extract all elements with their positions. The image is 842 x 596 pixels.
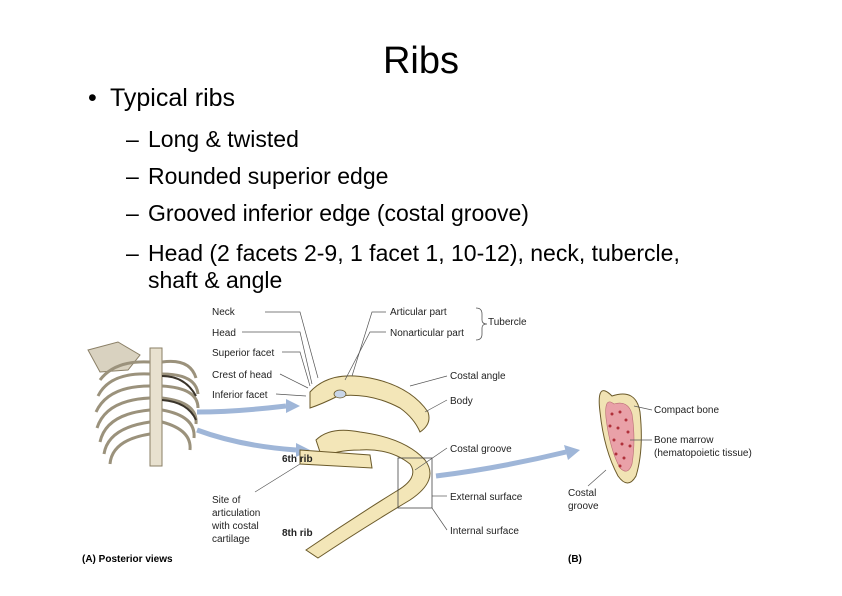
- section-box: [397, 457, 433, 509]
- label-site-line4: cartilage: [212, 534, 250, 545]
- label-body: Body: [450, 396, 473, 407]
- rib-cross-section: [598, 390, 642, 484]
- rib-anterior-end: [299, 449, 373, 469]
- label-crest-of-head: Crest of head: [212, 370, 272, 381]
- bullet-dot: •: [88, 84, 97, 112]
- subpoint-long-twisted: –Long & twisted: [126, 126, 299, 152]
- subpoint-text: Rounded superior edge: [148, 163, 389, 189]
- label-8th-rib: 8th rib: [282, 528, 313, 539]
- label-groove: groove: [568, 501, 599, 512]
- sixth-rib-shape: [309, 375, 430, 433]
- label-bone-marrow: Bone marrow: [654, 435, 714, 446]
- label-inferior-facet: Inferior facet: [212, 390, 268, 401]
- label-costal-angle: Costal angle: [450, 371, 506, 382]
- subpoint-text: Long & twisted: [148, 126, 299, 152]
- bullet-text: Typical ribs: [110, 84, 236, 112]
- subpoint-superior-edge: –Rounded superior edge: [126, 163, 389, 189]
- label-costal-groove: Costal groove: [450, 444, 512, 455]
- label-tubercle: Tubercle: [488, 317, 527, 328]
- slide-title: Ribs: [382, 40, 460, 82]
- thorax-illustration: [87, 341, 200, 467]
- label-head: Head: [212, 328, 236, 339]
- label-6th-rib: 6th rib: [282, 454, 313, 465]
- label-site-line3: with costal: [211, 521, 259, 532]
- label-costal: Costal: [568, 488, 596, 499]
- bullet-typical-ribs: • Typical ribs: [88, 84, 235, 113]
- label-external-surface: External surface: [450, 492, 523, 503]
- label-compact-bone: Compact bone: [654, 405, 719, 416]
- subpoint-text-continued: shaft & angle: [148, 267, 283, 293]
- label-site-line1: Site of: [212, 495, 241, 506]
- tubercle-facet: [333, 389, 347, 399]
- label-nonarticular-part: Nonarticular part: [390, 328, 464, 339]
- subpoint-text: Head (2 facets 2-9, 1 facet 1, 10-12), n…: [148, 240, 680, 266]
- rib-anatomy-figure: Neck Head Superior facet Crest of head I…: [82, 307, 752, 565]
- caption-b: (B): [568, 554, 582, 565]
- subpoint-head: –Head (2 facets 2-9, 1 facet 1, 10-12), …: [126, 240, 680, 293]
- label-internal-surface: Internal surface: [450, 526, 519, 537]
- caption-a: (A) Posterior views: [82, 554, 173, 565]
- subpoint-inferior-edge: –Grooved inferior edge (costal groove): [126, 200, 529, 226]
- arrow-to-6th-rib: [196, 403, 287, 415]
- subpoint-text: Grooved inferior edge (costal groove): [148, 200, 529, 226]
- label-site-line2: articulation: [212, 508, 260, 519]
- label-hematopoietic-tissue: (hematopoietic tissue): [654, 448, 752, 459]
- eighth-rib-shape: [305, 429, 431, 559]
- label-neck: Neck: [212, 307, 236, 318]
- label-superior-facet: Superior facet: [212, 348, 274, 359]
- tubercle-brace: [475, 307, 488, 341]
- arrow-to-8th-rib: [196, 427, 297, 453]
- label-articular-part: Articular part: [390, 307, 447, 318]
- arrow-to-cross-section: [435, 449, 567, 479]
